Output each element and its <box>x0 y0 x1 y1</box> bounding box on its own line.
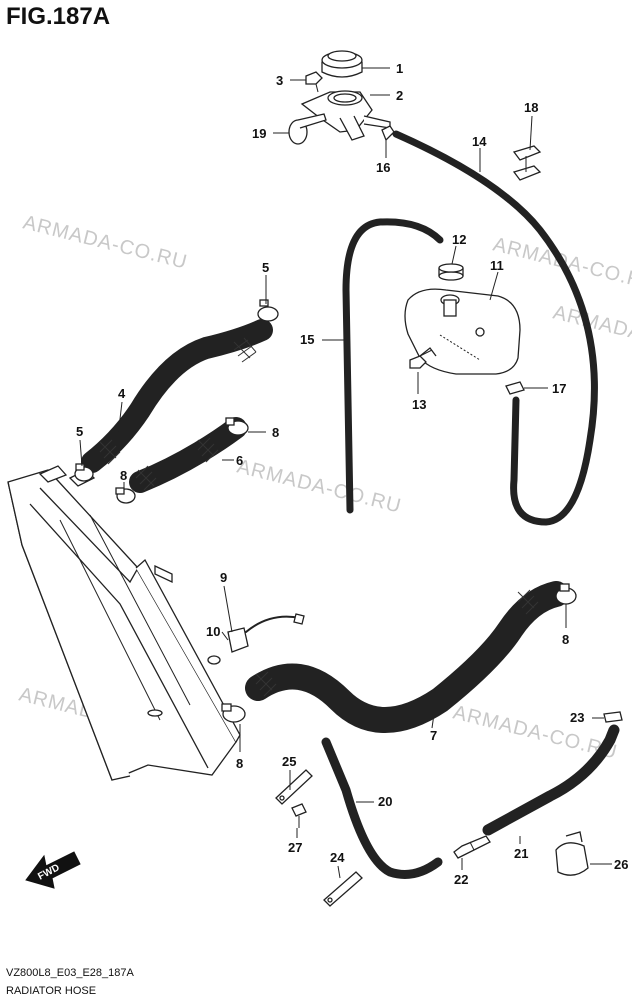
braid-marks <box>99 337 539 697</box>
clamp-23 <box>603 711 623 723</box>
callout-16: 16 <box>376 160 390 175</box>
callout-1: 1 <box>396 61 403 76</box>
callout-8-d: 8 <box>236 756 243 771</box>
hose-20 <box>321 737 443 879</box>
clip-16 <box>381 125 395 142</box>
hose-6 <box>129 417 247 493</box>
clamp-5-lower <box>74 463 94 482</box>
callout-8-a: 8 <box>272 425 279 440</box>
hose-14 <box>392 130 598 526</box>
callout-8-b: 8 <box>120 468 127 483</box>
callout-13: 13 <box>412 397 426 412</box>
bolt-27 <box>291 803 307 828</box>
callout-6: 6 <box>236 453 243 468</box>
callout-2: 2 <box>396 88 403 103</box>
callout-8-c: 8 <box>562 632 569 647</box>
callout-18: 18 <box>524 100 538 115</box>
callout-14: 14 <box>472 134 487 149</box>
callout-5-lower: 5 <box>76 424 83 439</box>
callout-10: 10 <box>206 624 220 639</box>
clamp-19 <box>288 113 327 145</box>
clamp-8-a <box>225 417 249 436</box>
bolt-3 <box>305 71 323 93</box>
callout-7: 7 <box>430 728 437 743</box>
callout-25: 25 <box>282 754 296 769</box>
callout-22: 22 <box>454 872 468 887</box>
callout-3: 3 <box>276 73 283 88</box>
callout-17: 17 <box>552 381 566 396</box>
figure-caption: RADIATOR HOSE <box>6 985 96 997</box>
callout-12: 12 <box>452 232 466 247</box>
bolt-13 <box>409 349 433 369</box>
figure-code: VZ800L8_E03_E28_187A <box>6 967 134 979</box>
radiator-cap <box>321 50 363 78</box>
hose-7 <box>245 581 569 733</box>
clamp-18 <box>512 145 542 181</box>
hose-15 <box>342 218 444 514</box>
callout-24: 24 <box>330 850 345 865</box>
clamp-8-d <box>221 703 246 723</box>
thermo-switch <box>207 613 305 665</box>
callout-27: 27 <box>288 840 302 855</box>
bracket-25 <box>275 769 313 805</box>
callout-20: 20 <box>378 794 392 809</box>
fwd-arrow-icon: FWD <box>25 851 81 889</box>
callout-15: 15 <box>300 332 314 347</box>
figure-title: FIG.187A <box>6 3 110 30</box>
clamp-26 <box>555 831 589 876</box>
radiator <box>7 465 241 781</box>
bracket-24 <box>323 871 363 907</box>
watermark: ARMADA-CO.RU <box>235 456 404 518</box>
callout-19: 19 <box>252 126 266 141</box>
callout-9: 9 <box>220 570 227 585</box>
callout-4: 4 <box>118 386 126 401</box>
reservoir-tank <box>404 288 521 375</box>
clamp-8-b <box>115 487 136 504</box>
callout-21: 21 <box>514 846 528 861</box>
reservoir-cap <box>438 263 464 281</box>
clamp-5-upper <box>257 299 279 322</box>
hose-4 <box>81 319 273 473</box>
clamp-17 <box>505 381 525 395</box>
pipe-21 <box>482 724 620 836</box>
callout-23: 23 <box>570 710 584 725</box>
leader-lines <box>79 67 612 879</box>
joint-22 <box>453 835 491 859</box>
callout-11: 11 <box>490 258 504 273</box>
callout-5-upper: 5 <box>262 260 269 275</box>
watermark: ARMADA-CO.RU <box>21 212 190 274</box>
callout-26: 26 <box>614 857 628 872</box>
callout-labels: 1 2 3 16 19 14 18 12 11 15 5 4 5 8 8 6 1… <box>76 61 628 887</box>
